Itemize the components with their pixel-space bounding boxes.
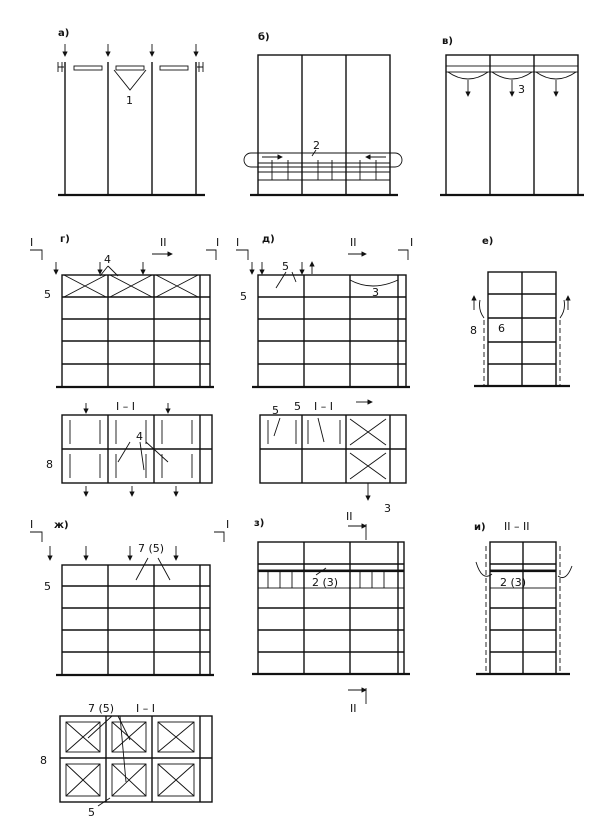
panel-g: г) I II I 4 5 — [30, 234, 219, 389]
panel-zh-frame — [30, 531, 225, 677]
panel-z-frame — [252, 523, 410, 704]
panel-b-callout-2: 2 — [313, 139, 320, 152]
panel-zh-callout-5: 5 — [44, 580, 51, 593]
panel-zh-mark-left: I — [30, 518, 33, 531]
panel-z: з) II II 2 (3) — [252, 510, 410, 715]
panel-v-frame — [440, 54, 584, 197]
panel-g-mark-left: I — [30, 236, 33, 249]
panel-d-mark-left: I — [236, 236, 239, 249]
panel-d-callout-5a: 5 — [282, 260, 289, 273]
panel-d-section-callout-3: 3 — [384, 502, 391, 515]
panel-v-callout-3: 3 — [518, 83, 525, 96]
panel-d-callout-3: 3 — [372, 286, 379, 299]
panel-a-slabs — [57, 62, 204, 91]
panel-g-callout-5: 5 — [44, 288, 51, 301]
panel-d-callout-5b: 5 — [240, 290, 247, 303]
panel-d-section-callout-5a: 5 — [272, 404, 279, 417]
panel-b-letter: б) — [258, 31, 270, 43]
panel-z-callout-2: 2 (3) — [312, 576, 338, 589]
panel-v-letter: в) — [442, 36, 453, 47]
panel-zh-section-callout-5: 5 — [88, 806, 95, 819]
panel-g-letter: г) — [60, 234, 70, 245]
panel-g-section-callout-4: 4 — [136, 430, 143, 443]
panel-a-columns — [58, 62, 205, 197]
panel-zh-section: I – I 7 (5) 8 5 — [40, 702, 213, 819]
panel-b-lift-slab — [243, 149, 403, 181]
panel-d-mark-right: I — [410, 236, 413, 249]
panel-a-letter: а) — [58, 28, 69, 39]
panel-zh-mark-right: I — [226, 518, 229, 531]
panel-g-callout-4: 4 — [104, 253, 111, 266]
panel-d-section-label: I – I — [314, 400, 333, 413]
panel-d: д) I II I 5 5 3 — [236, 234, 413, 389]
panel-i: и) II – II 2 (3) — [474, 520, 573, 676]
panel-g-mark-right: I — [216, 236, 219, 249]
panel-d-letter: д) — [262, 234, 275, 245]
panel-b: б) 2 — [243, 31, 403, 197]
panel-z-mark-bottom: II — [350, 702, 357, 715]
panel-g-frame — [30, 249, 217, 389]
panel-zh-section-label: I – I — [136, 702, 155, 715]
panel-i-frame — [475, 541, 573, 676]
panel-d-frame — [236, 249, 410, 389]
panel-d-section: I – I 5 5 3 — [259, 399, 407, 515]
panel-d-section-callout-5b: 5 — [294, 400, 301, 413]
panel-g-mark-mid: II — [160, 236, 167, 249]
panel-g-section-callout-8: 8 — [46, 458, 53, 471]
panel-a-arrows — [62, 44, 199, 57]
panel-zh: ж) I I 7 (5) 5 — [30, 518, 229, 677]
panel-z-mark-top: II — [346, 510, 353, 523]
panel-zh-letter: ж) — [54, 520, 69, 531]
panel-e: е) 8 6 — [470, 236, 571, 388]
panel-i-section-label: II – II — [504, 520, 529, 533]
panel-g-section: I – I 4 8 — [46, 400, 213, 497]
panel-a-callout-1: 1 — [126, 94, 133, 107]
panel-zh-section-callout-8: 8 — [40, 754, 47, 767]
panel-e-letter: е) — [482, 236, 493, 247]
panel-i-letter: и) — [474, 522, 486, 533]
panel-z-letter: з) — [254, 518, 264, 529]
panel-e-callout-8: 8 — [470, 324, 477, 337]
panel-g-section-label: I – I — [116, 400, 135, 413]
panel-e-callout-6: 6 — [498, 322, 505, 335]
panel-zh-section-callout-7: 7 (5) — [88, 702, 114, 715]
panel-v: в) 3 — [440, 36, 584, 197]
panel-zh-callout-7: 7 (5) — [138, 542, 164, 555]
panel-i-callout-2: 2 (3) — [500, 576, 526, 589]
panel-d-mark-mid: II — [350, 236, 357, 249]
panel-a: а) 1 — [57, 28, 205, 197]
